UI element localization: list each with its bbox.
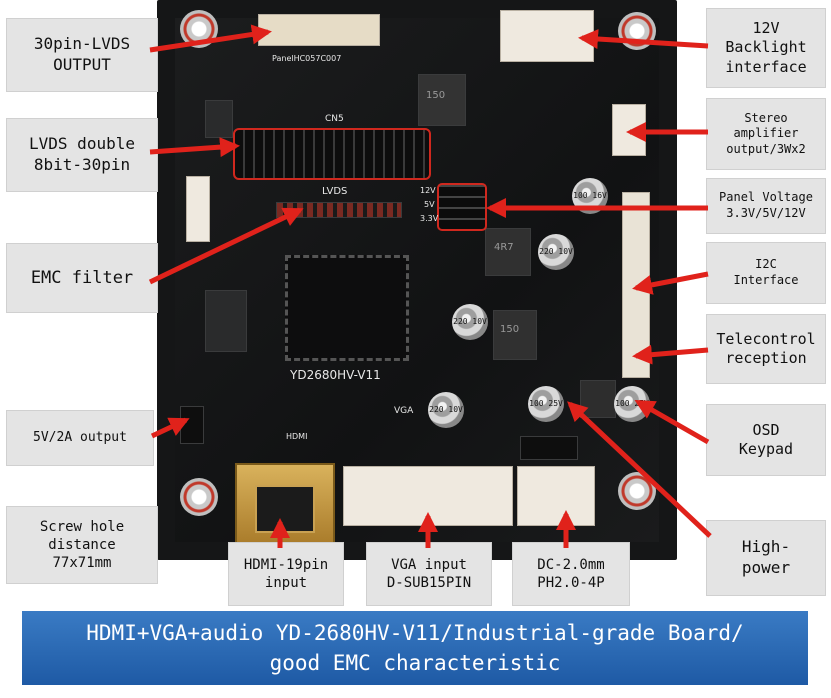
label-hdmi-input: HDMI-19pin input	[228, 542, 344, 606]
arrow-5v-output	[150, 417, 190, 439]
cn5-silkscreen: CN5	[325, 114, 344, 124]
voltage-silk-3v3: 3.3V	[420, 214, 439, 223]
screw-hole-bottom-left	[180, 478, 218, 516]
label-lvds-output: 30pin-LVDS OUTPUT	[6, 18, 158, 92]
label-panel-voltage-text: Panel Voltage 3.3V/5V/12V	[719, 190, 813, 220]
label-5v-output: 5V/2A output	[6, 410, 154, 466]
label-backlight-text: 12V Backlight interface	[725, 18, 807, 76]
small-ic	[205, 100, 233, 138]
inductor-label: 4R7	[494, 242, 514, 253]
label-vga-input: VGA input D-SUB15PIN	[366, 542, 492, 606]
label-hdmi-input-text: HDMI-19pin input	[243, 556, 329, 591]
panel-voltage-jumpers	[437, 183, 487, 231]
label-i2c-text: I2C Interface	[733, 257, 799, 287]
pcb-surface	[175, 18, 659, 542]
label-lvds-double: LVDS double 8bit-30pin	[6, 118, 158, 192]
capacitor: 220 10V	[452, 304, 488, 340]
label-osd: OSD Keypad	[706, 404, 826, 476]
capacitor-label: 100 16V	[573, 191, 607, 200]
capacitor: 100 25V	[528, 386, 564, 422]
vga-silkscreen: VGA	[394, 406, 414, 416]
regulator-ic	[205, 290, 247, 352]
lvds-silkscreen: LVDS	[322, 186, 348, 197]
voltage-silk-12v: 12V	[420, 186, 436, 195]
label-screw-hole-text: Screw hole distance 77x71mm	[39, 518, 125, 572]
model-silkscreen: YD2680HV-V11	[290, 368, 381, 382]
arrow-emc-filter	[148, 207, 304, 285]
label-panel-voltage: Panel Voltage 3.3V/5V/12V	[706, 178, 826, 234]
label-telecontrol-text: Telecontrol reception	[716, 329, 816, 368]
arrow-high-power	[567, 401, 712, 538]
label-stereo-text: Stereo amplifier output/3Wx2	[726, 110, 806, 156]
label-high-power: High- power	[706, 520, 826, 596]
power-inductor	[580, 380, 616, 418]
capacitor-label: 220 10V	[539, 247, 573, 256]
inductor-label: 150	[500, 324, 520, 335]
inductor	[418, 74, 466, 126]
label-vga-input-text: VGA input D-SUB15PIN	[386, 556, 472, 591]
hdmi-silkscreen: HDMI	[286, 432, 308, 441]
banner-text: HDMI+VGA+audio YD-2680HV-V11/Industrial-…	[86, 620, 744, 675]
arrow-i2c	[632, 271, 709, 295]
label-high-power-text: High- power	[741, 537, 791, 577]
capacitor-label: 220 10V	[429, 405, 463, 414]
title-banner: HDMI+VGA+audio YD-2680HV-V11/Industrial-…	[22, 611, 808, 685]
label-screw-hole: Screw hole distance 77x71mm	[6, 506, 158, 584]
main-scaler-ic	[285, 255, 409, 361]
left-small-connector	[186, 176, 210, 242]
osd-header	[520, 436, 578, 460]
lvds-fpc-connector	[258, 14, 380, 46]
capacitor-label: 220 10V	[453, 317, 487, 326]
label-5v-output-text: 5V/2A output	[33, 429, 127, 445]
label-lvds-double-text: LVDS double 8bit-30pin	[29, 134, 135, 174]
capacitor: 220 10V	[538, 234, 574, 270]
inductor	[485, 228, 531, 276]
label-i2c: I2C Interface	[706, 242, 826, 304]
arrow-lvds-output	[149, 24, 272, 53]
arrow-lvds-double	[149, 137, 240, 158]
label-dc-input: DC-2.0mm PH2.0-4P	[512, 542, 630, 606]
label-stereo: Stereo amplifier output/3Wx2	[706, 98, 826, 170]
label-emc-filter-text: EMC filter	[30, 267, 134, 288]
panel-silkscreen: PanelHC057C007	[272, 54, 342, 63]
capacitor: 220 10V	[428, 392, 464, 428]
arrow-telecontrol	[632, 344, 709, 365]
label-osd-text: OSD Keypad	[738, 420, 794, 459]
inductor-label: 150	[426, 90, 446, 101]
label-backlight: 12V Backlight interface	[706, 8, 826, 88]
emc-filter-array	[276, 202, 402, 218]
label-emc-filter: EMC filter	[6, 243, 158, 313]
voltage-silk-5v: 5V	[424, 200, 435, 209]
arrow-osd	[634, 399, 710, 445]
inductor	[493, 310, 537, 360]
label-dc-input-text: DC-2.0mm PH2.0-4P	[537, 556, 605, 591]
arrow-backlight	[578, 29, 709, 49]
capacitor-label: 100 25V	[529, 399, 563, 408]
label-lvds-output-text: 30pin-LVDS OUTPUT	[33, 34, 131, 74]
capacitor-label: 100 25V	[615, 399, 649, 408]
label-telecontrol: Telecontrol reception	[706, 314, 826, 384]
